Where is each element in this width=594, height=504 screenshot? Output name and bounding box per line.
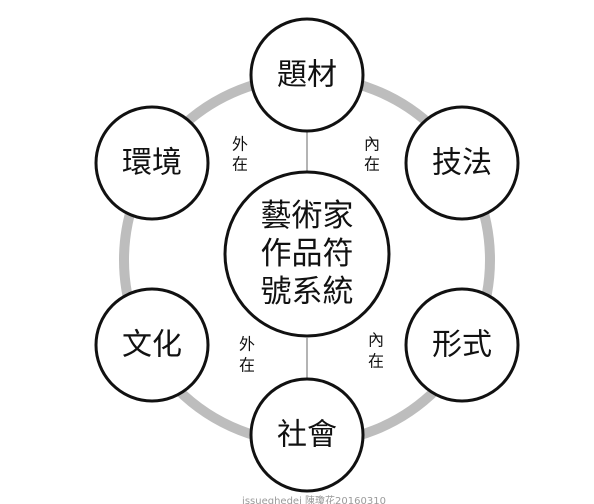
node-environment: 環境 (94, 105, 210, 221)
node-society: 社會 (249, 377, 365, 493)
node-form-circle (404, 287, 520, 403)
node-subject-label: 題材 (277, 58, 337, 93)
relation-upper-left-char-1: 外 (232, 135, 248, 154)
node-subject-circle (249, 17, 365, 133)
node-culture-circle (94, 287, 210, 403)
node-society-circle (249, 377, 365, 493)
node-form-label: 形式 (432, 328, 492, 363)
center-node: 藝術家 作品符 號系統 (223, 170, 391, 338)
relation-lower-right-char-2: 在 (368, 352, 384, 371)
relation-upper-left: 外 在 (232, 135, 248, 174)
relation-upper-right-char-2: 在 (364, 155, 380, 174)
node-subject: 題材 (249, 17, 365, 133)
node-society-label: 社會 (277, 418, 337, 453)
node-environment-label: 環境 (122, 146, 182, 181)
relation-lower-right: 內 在 (368, 331, 384, 371)
node-environment-circle (94, 105, 210, 221)
center-line-1: 藝術家 (261, 198, 354, 234)
relation-lower-left: 外 在 (239, 335, 255, 375)
node-form: 形式 (404, 287, 520, 403)
node-technique: 技法 (404, 105, 520, 221)
node-culture-label: 文化 (122, 328, 182, 363)
relation-lower-left-char-2: 在 (239, 356, 255, 375)
center-line-3: 號系統 (261, 274, 354, 310)
node-culture: 文化 (94, 287, 210, 403)
center-circle (223, 170, 391, 338)
relation-upper-left-char-2: 在 (232, 155, 248, 174)
relation-upper-right-char-1: 內 (364, 135, 380, 154)
relation-lower-right-char-1: 內 (368, 331, 384, 350)
relation-lower-left-char-1: 外 (239, 335, 255, 354)
relation-upper-right: 內 在 (364, 135, 380, 174)
node-technique-label: 技法 (432, 146, 492, 181)
credit-text: issueghedei 陳瓊花20160310 (242, 494, 386, 504)
center-line-2: 作品符 (261, 236, 354, 272)
node-technique-circle (404, 105, 520, 221)
